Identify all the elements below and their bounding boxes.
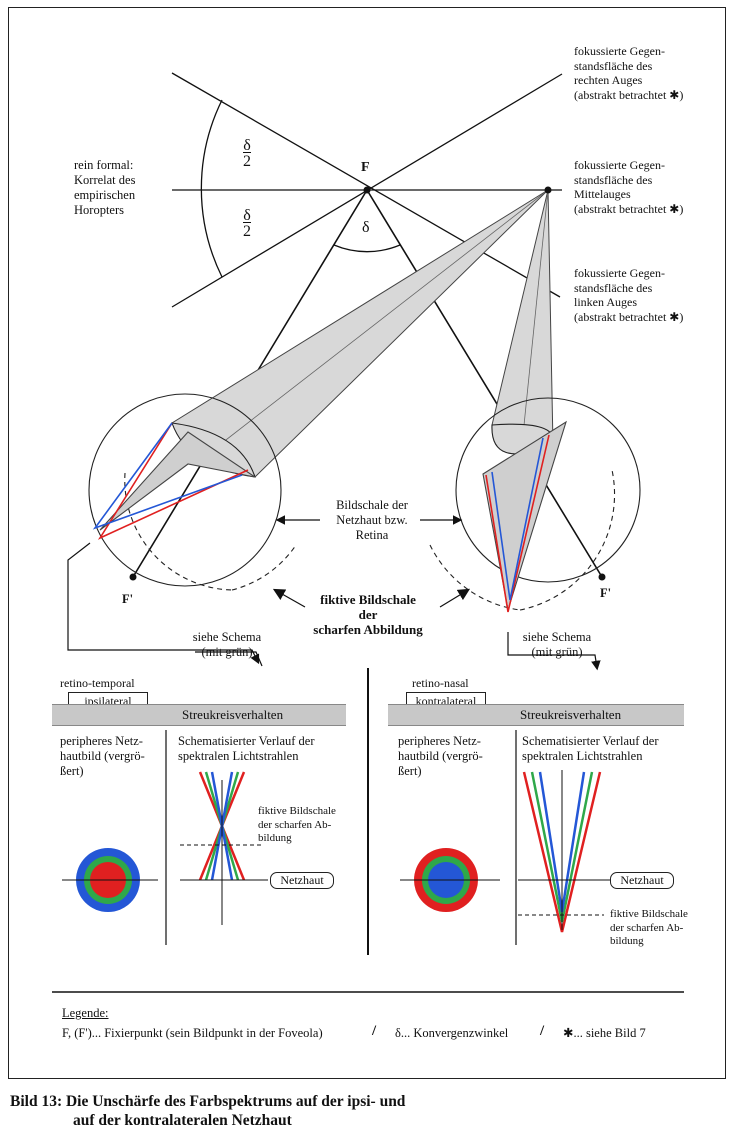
horopter-note: rein formal: Korrelat des empirischen Ho… (74, 158, 136, 217)
legend-sep-1: / (372, 1023, 377, 1039)
left-fiktive-note: fiktive Bildschale der scharfen Ab- bild… (258, 805, 336, 844)
right-eye-rays (485, 434, 550, 613)
caption-line-1: Bild 13: Die Unschärfe des Farbspektrums… (10, 1093, 406, 1110)
bildschale-label: Bildschale der Netzhaut bzw. Retina (336, 498, 408, 542)
legend-sep-2: / (540, 1023, 545, 1039)
left-eye (88, 393, 297, 591)
caption-line-2: auf der kontralateralen Netzhaut (73, 1112, 292, 1129)
label-Fprime-left: F' (122, 592, 134, 606)
label-arrows (67, 515, 601, 671)
left-col1-title: peripheres Netz- hautbild (vergrö- ßert) (60, 734, 145, 778)
legend-item-2: δ... Konvergenzwinkel (395, 1026, 509, 1040)
left-netzhaut-pill: Netzhaut (270, 872, 334, 889)
left-bar: Streukreisverhalten (52, 704, 346, 726)
label-delta: δ (362, 219, 370, 236)
fiktive-label: fiktive Bildschale der scharfen Abbildun… (313, 592, 423, 637)
point-Fprime-right (598, 573, 606, 581)
schema-right-note: siehe Schema (mit grün) (522, 630, 592, 659)
point-F (363, 186, 371, 194)
left-tag-above: retino-temporal (60, 676, 135, 690)
focus-left-note: fokussierte Gegen- standsfläche des link… (574, 266, 684, 324)
figure-caption: Bild 13: Die Unschärfe des Farbspektrums… (10, 1092, 405, 1130)
right-eye (429, 397, 641, 611)
fixation-points (129, 186, 606, 581)
delta-half-arc (200, 99, 223, 278)
left-eye-rays (92, 422, 249, 540)
right-fiktive-note: fiktive Bildschale der scharfen Ab- bild… (610, 908, 688, 947)
label-F: F (361, 160, 370, 175)
right-col2-title: Schematisierter Verlauf der spektralen L… (522, 734, 659, 763)
legend-item-1: F, (F')... Fixierpunkt (sein Bildpunkt i… (62, 1026, 323, 1040)
point-Fprime-left (129, 573, 137, 581)
label-Fprime-right: F' (600, 586, 612, 600)
point-target (544, 186, 552, 194)
right-blur-circle (400, 848, 500, 912)
legend-item-3: ✱... siehe Bild 7 (563, 1026, 646, 1040)
left-col2-title: Schematisierter Verlauf der spektralen L… (178, 734, 315, 763)
left-blur-circle (62, 848, 158, 912)
right-bar: Streukreisverhalten (388, 704, 684, 726)
focus-right-note: fokussierte Gegen- standsfläche des rech… (574, 44, 684, 102)
left-eye-focus-plane (171, 72, 561, 298)
legend-title: Legende: (62, 1006, 109, 1020)
right-tag-above: retino-nasal (412, 676, 469, 690)
left-light-cone (171, 189, 549, 478)
right-netzhaut-pill: Netzhaut (610, 872, 674, 889)
focus-middle-note: fokussierte Gegen- standsfläche des Mitt… (574, 158, 684, 216)
right-visual-axis (366, 189, 603, 578)
right-col1-title: peripheres Netz- hautbild (vergrö- ßert) (398, 734, 483, 778)
schema-left-note: siehe Schema (mit grün) (192, 630, 262, 659)
delta-arc (333, 244, 401, 253)
